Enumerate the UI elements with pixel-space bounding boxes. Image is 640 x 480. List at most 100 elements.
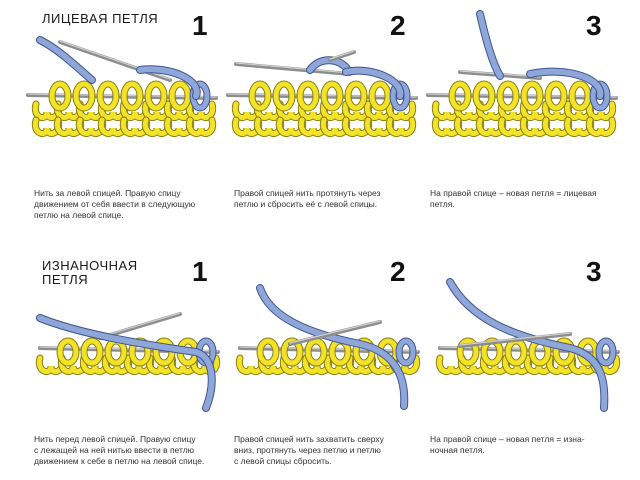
caption-line: петлю на левой спице.	[34, 210, 124, 220]
working-yarn	[343, 67, 404, 99]
purl-step-3-illustration	[435, 278, 621, 412]
fabric-loop	[386, 117, 416, 136]
needle-highlight	[235, 62, 351, 74]
knitted-fabric	[31, 100, 217, 137]
step-caption: Нить за левой спицей. Правую спицу движе…	[34, 188, 224, 221]
needle-loop	[449, 81, 471, 111]
working-yarn	[527, 68, 604, 99]
needle-loop	[321, 81, 343, 111]
needle-highlight	[59, 40, 171, 80]
purl-step-1-panel: 1 Нить перед левой спицей. Правую спицу …	[20, 248, 221, 466]
working-yarn	[37, 315, 215, 411]
needle-loop	[73, 81, 95, 111]
needle-loop	[49, 81, 71, 111]
knit-step-2-illustration	[226, 50, 418, 137]
needle	[288, 320, 382, 346]
purl-step-2-illustration	[235, 284, 421, 410]
needle-loop	[81, 338, 103, 366]
working-yarn	[137, 66, 200, 99]
step-caption: На правой спице – новая петля = изна- но…	[430, 434, 620, 456]
knitted-fabric	[431, 100, 617, 137]
needle-loop	[249, 81, 271, 111]
needle-loop	[345, 81, 367, 111]
step-number: 1	[192, 10, 208, 41]
needle-loop	[57, 338, 79, 366]
needle-loop	[569, 81, 591, 111]
needle-highlight	[289, 320, 381, 344]
step-number: 2	[390, 256, 406, 287]
fabric-loop	[186, 101, 216, 120]
needle	[328, 50, 356, 62]
caption-line: Нить перед левой спицей. Правую спицу	[34, 434, 196, 444]
caption-line: Правой спицей нить захватить сверху	[234, 434, 384, 444]
needle-loop	[473, 81, 495, 111]
fabric-loop	[586, 117, 616, 136]
section-title-knit-stitch: ЛИЦЕВАЯ ПЕТЛЯ	[42, 12, 158, 26]
needle-loop	[121, 81, 143, 111]
needle	[58, 40, 172, 82]
step-caption: Правой спицей нить захватить сверху вниз…	[234, 434, 424, 467]
knit-step-3-panel: 3 На правой спице – новая петля = лицева…	[420, 0, 620, 209]
knit-step-1-panel: 1 Нить за левой спицей. Правую спицу дви…	[20, 0, 220, 220]
purl-step-1-illustration	[35, 312, 221, 412]
caption-line: движением к себе в петлю на левой спице.	[34, 456, 205, 466]
step-caption: Нить перед левой спицей. Правую спицу с …	[34, 434, 224, 467]
needle-loop	[545, 81, 567, 111]
caption-line: ночная петля.	[430, 445, 485, 455]
section-title-line: ЛИЦЕВАЯ ПЕТЛЯ	[42, 11, 159, 26]
step-caption: На правой спице – новая петля = лицевая …	[430, 188, 620, 210]
caption-line: Правой спицей нить протянуть через	[234, 188, 381, 198]
needle-loop	[369, 81, 391, 111]
step-number: 2	[390, 10, 406, 41]
needle	[98, 312, 182, 340]
caption-line: с лежащей на ней нитью ввести в петлю	[34, 445, 195, 455]
step-number: 1	[192, 256, 208, 287]
needle-loop	[273, 81, 295, 111]
needle-loop	[457, 338, 479, 366]
working-yarn	[257, 285, 408, 409]
section-title-line: ИЗНАНОЧНАЯ	[42, 258, 138, 273]
step-number: 3	[586, 10, 602, 41]
needle-highlight	[459, 332, 571, 346]
needle-loop	[169, 81, 191, 111]
purl-step-2-panel: 2 Правой спицей нить захватить сверху вн…	[220, 248, 421, 466]
step-number: 3	[586, 256, 602, 287]
knit-step-2-panel: 2 Правой спицей нить протянуть через пет…	[220, 0, 420, 209]
needle-loop	[521, 81, 543, 111]
needle-loop	[396, 338, 416, 366]
caption-line: На правой спице – новая петля = изна-	[430, 434, 585, 444]
step-caption: Правой спицей нить протянуть через петлю…	[234, 188, 424, 210]
fabric-loop	[186, 117, 216, 136]
caption-line: Нить за левой спицей. Правую спицу	[34, 188, 181, 198]
working-yarn	[37, 37, 95, 83]
needle-loop	[305, 338, 327, 366]
caption-line: На правой спице – новая петля = лицевая	[430, 188, 597, 198]
needle	[234, 62, 352, 76]
needle-loop	[145, 81, 167, 111]
needle-loop	[596, 338, 616, 366]
caption-line: петля.	[430, 199, 455, 209]
caption-line: петлю и сбросить её с левой спицы.	[234, 199, 378, 209]
needle-loop	[281, 338, 303, 366]
knit-step-3-illustration	[426, 10, 618, 137]
fabric-loop	[586, 101, 616, 120]
caption-line: с левой спицы сбросить.	[234, 456, 332, 466]
needle-loop	[297, 81, 319, 111]
needle-highlight	[99, 312, 181, 338]
working-yarn	[447, 279, 608, 411]
caption-line: движением от себя ввести в следующую	[34, 199, 196, 209]
section-title-purl-stitch: ИЗНАНОЧНАЯ ПЕТЛЯ	[42, 259, 138, 287]
caption-line: вниз, протянуть через петлю и петлю	[234, 445, 381, 455]
needle-loop	[97, 81, 119, 111]
knit-step-1-illustration	[26, 36, 218, 137]
section-title-line: ПЕТЛЯ	[42, 272, 89, 287]
working-yarn	[477, 11, 503, 79]
purl-step-3-panel: 3 На правой спице – новая петля = изна- …	[420, 248, 621, 455]
knitted-fabric	[35, 354, 221, 375]
fabric-loop	[386, 101, 416, 120]
knitted-fabric	[231, 100, 417, 137]
needle-loop	[497, 81, 519, 111]
needle-highlight	[329, 50, 355, 60]
needle	[458, 332, 572, 348]
needle-loop	[257, 338, 279, 366]
